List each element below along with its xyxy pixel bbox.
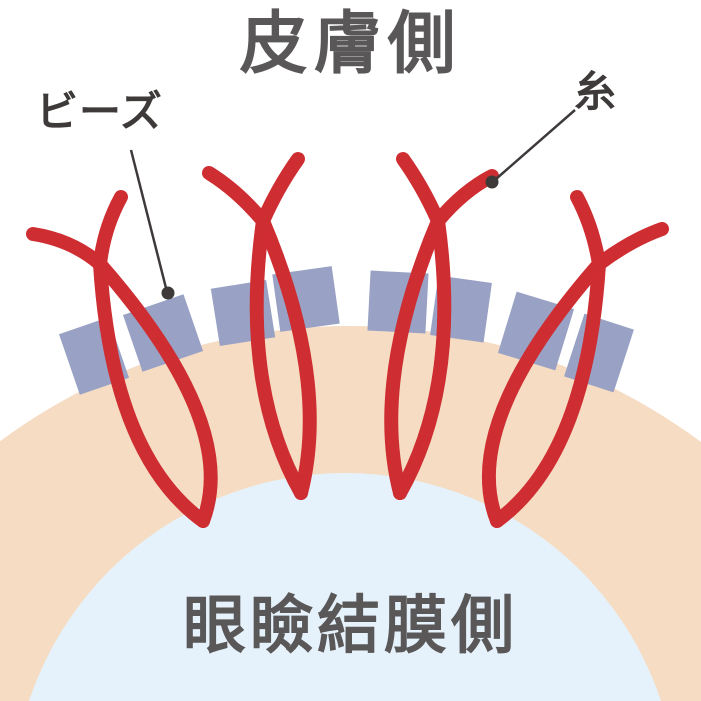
beads-label: ビーズ — [36, 88, 163, 135]
thread-callout — [485, 109, 576, 189]
conjunctiva-side-label: 眼瞼結膜側 — [183, 591, 518, 661]
suture-loop-2-left-strand — [202, 166, 317, 500]
beads-callout-dot-icon — [161, 286, 175, 300]
suture-loop-4-left-strand — [490, 190, 607, 528]
thread-callout-dot-icon — [485, 175, 499, 189]
thread-leader-line — [495, 109, 576, 180]
suture-loop-3-left-strand — [393, 152, 452, 500]
bead — [210, 279, 276, 347]
beads-callout — [129, 149, 175, 300]
skin-side-label: 皮膚側 — [239, 6, 462, 82]
suture-loop-3-right-strand — [384, 169, 499, 500]
suture-loop-2-right-strand — [249, 152, 308, 500]
suture-loop-1-left-strand — [26, 227, 218, 528]
thread-label: 糸 — [574, 68, 617, 115]
suture-threads-group — [26, 152, 669, 528]
suture-loop-4-right-strand — [481, 222, 669, 528]
conjunctiva-dome — [29, 473, 661, 701]
suture-loop-1-right-strand — [92, 190, 210, 528]
beads-leader-line — [129, 149, 168, 289]
